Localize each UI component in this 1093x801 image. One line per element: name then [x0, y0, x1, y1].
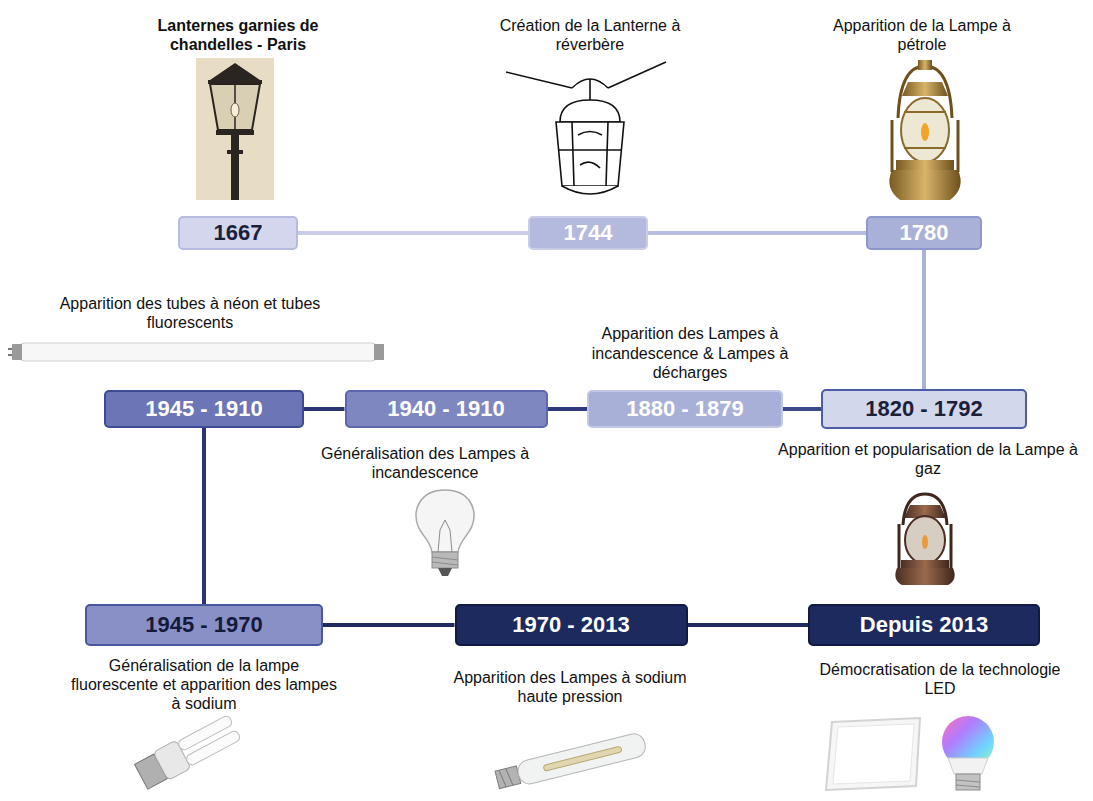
date-box: 1880 - 1879Apparition des Lampes à incan…	[587, 390, 783, 428]
gas-lamp-picture	[895, 494, 954, 585]
led-panel-picture	[826, 718, 920, 790]
street-lantern-picture	[196, 58, 274, 200]
date-label: 1667	[214, 222, 263, 244]
date-label: 1820 - 1792	[865, 398, 982, 420]
period-caption: Apparition de la Lampe à pétrole	[822, 16, 1022, 54]
incandescent-bulb-picture	[416, 490, 474, 576]
date-label: 1945 - 1970	[145, 614, 262, 636]
date-label: 1940 - 1910	[387, 398, 504, 420]
date-box: 1744Création de la Lanterne à réverbère	[528, 216, 648, 250]
date-label: 1880 - 1879	[626, 398, 743, 420]
timeline-connector	[202, 428, 206, 604]
timeline-connector	[323, 623, 455, 627]
date-label: 1945 - 1910	[145, 398, 262, 420]
timeline-connector	[548, 407, 588, 411]
fluorescent-tube-picture	[8, 343, 384, 361]
date-label: 1970 - 2013	[512, 614, 629, 636]
timeline-connector	[783, 407, 821, 411]
period-caption: Généralisation de la lampe fluorescente …	[69, 656, 339, 714]
period-caption: Apparition des tubes à néon et tubes flu…	[30, 294, 350, 332]
period-caption: Lanternes garnies de chandelles - Paris	[128, 16, 348, 54]
timeline-connector	[648, 231, 866, 235]
date-box: 1667Lanternes garnies de chandelles - Pa…	[178, 216, 298, 250]
date-label: 1780	[900, 222, 949, 244]
date-box: 1820 - 1792Apparition et popularisation …	[821, 389, 1027, 429]
date-box: 1945 - 1910Apparition des tubes à néon e…	[104, 390, 304, 428]
oil-lamp-picture	[889, 60, 960, 200]
period-caption: Démocratisation de la technologie LED	[815, 660, 1065, 698]
timeline-connector	[688, 623, 809, 627]
period-caption: Apparition des Lampes à incandescence & …	[570, 324, 810, 382]
date-box: 1945 - 1970Généralisation de la lampe fl…	[85, 604, 323, 646]
led-bulb-picture	[942, 716, 994, 790]
date-box: 1940 - 1910Généralisation des Lampes à i…	[345, 390, 548, 428]
period-caption: Apparition et popularisation de la Lampe…	[778, 440, 1078, 478]
timeline-connector	[298, 231, 528, 235]
period-caption: Apparition des Lampes à sodium haute pre…	[445, 668, 695, 706]
period-caption: Généralisation des Lampes à incandescenc…	[300, 444, 550, 482]
compact-fluorescent-picture	[134, 713, 243, 791]
reverbere-lantern-picture	[506, 62, 666, 194]
period-caption: Création de la Lanterne à réverbère	[475, 16, 705, 54]
date-label: Depuis 2013	[860, 614, 988, 636]
date-box: Depuis 2013Démocratisation de la technol…	[808, 604, 1040, 646]
sodium-lamp-picture	[494, 732, 647, 792]
timeline-connector	[922, 250, 926, 389]
date-box: 1780Apparition de la Lampe à pétrole	[866, 216, 982, 250]
date-box: 1970 - 2013Apparition des Lampes à sodiu…	[455, 604, 688, 646]
date-label: 1744	[564, 222, 613, 244]
timeline-connector	[304, 407, 345, 411]
